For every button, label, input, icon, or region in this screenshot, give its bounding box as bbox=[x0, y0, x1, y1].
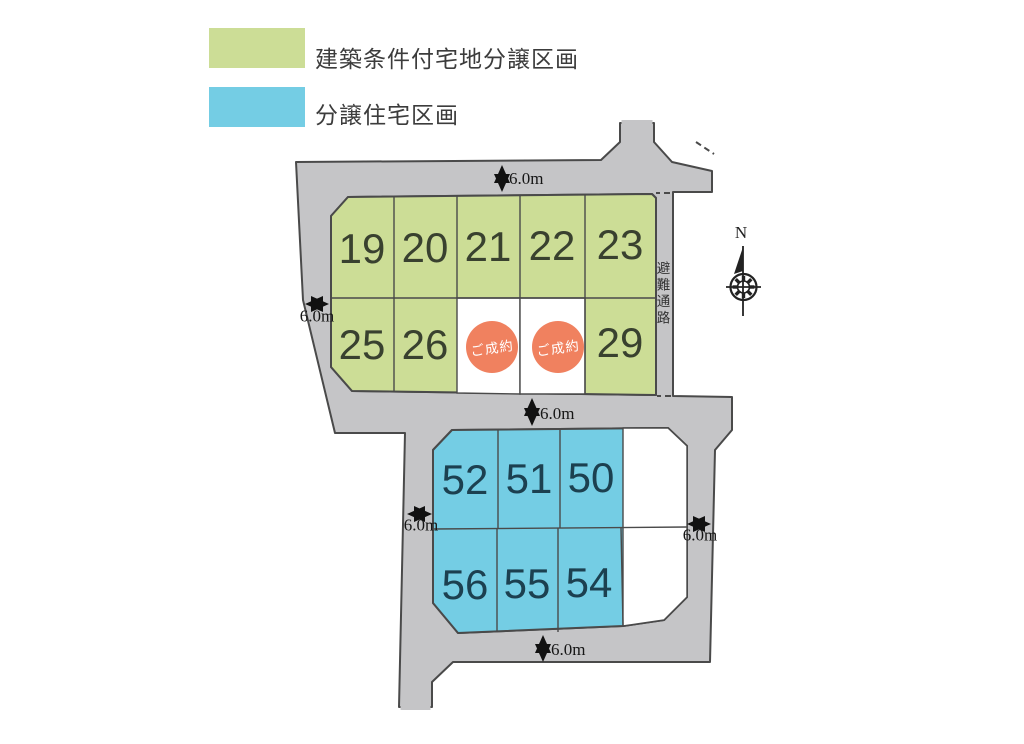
legend-swatch-blue bbox=[209, 87, 305, 127]
dim-label-top-road: 6.0m bbox=[509, 169, 544, 188]
lot-54: 54 bbox=[565, 559, 613, 606]
dim-label-right-road: 6.0m bbox=[682, 525, 718, 545]
dim-label-bottom-road: 6.0m bbox=[551, 640, 586, 659]
road-continuation-dash bbox=[695, 141, 715, 155]
sold-circle-1 bbox=[466, 321, 518, 373]
blue-block-dividers bbox=[432, 428, 688, 632]
road-open-end-bottom bbox=[400, 704, 431, 710]
lot-55: 55 bbox=[503, 560, 551, 607]
dim-label-left-road: 6.0m bbox=[299, 306, 335, 326]
lot-52: 52 bbox=[441, 456, 489, 503]
lot-51: 51 bbox=[505, 455, 553, 502]
north-label: N bbox=[734, 223, 748, 242]
lot-56: 56 bbox=[441, 561, 489, 608]
green-block-dividers bbox=[331, 195, 656, 394]
lot-29: 29 bbox=[596, 319, 644, 366]
dim-label-left-lower-road: 6.0m bbox=[403, 515, 439, 535]
lot-22: 22 bbox=[528, 222, 576, 269]
lot-21: 21 bbox=[464, 223, 512, 270]
lot-26: 26 bbox=[401, 321, 449, 368]
dim-label-middle-road: 6.0m bbox=[540, 404, 575, 423]
legend-label-green: 建築条件付宅地分譲区画 bbox=[315, 46, 579, 72]
legend-label-blue: 分譲住宅区画 bbox=[315, 102, 459, 128]
legend-swatch-green bbox=[209, 28, 305, 68]
road-open-end-top bbox=[621, 120, 653, 126]
lot-50: 50 bbox=[567, 454, 615, 501]
lot-19: 19 bbox=[338, 225, 386, 272]
escape-corridor-label: 避難通路 bbox=[654, 261, 670, 327]
dimension-arrows bbox=[305, 165, 711, 662]
lot-23: 23 bbox=[596, 221, 644, 268]
corridor-dash-marks bbox=[656, 192, 671, 397]
lot-25: 25 bbox=[338, 321, 386, 368]
sold-circle-2 bbox=[532, 321, 584, 373]
north-compass bbox=[726, 246, 761, 316]
lot-20: 20 bbox=[401, 224, 449, 271]
north-arrow-barb bbox=[734, 247, 743, 274]
